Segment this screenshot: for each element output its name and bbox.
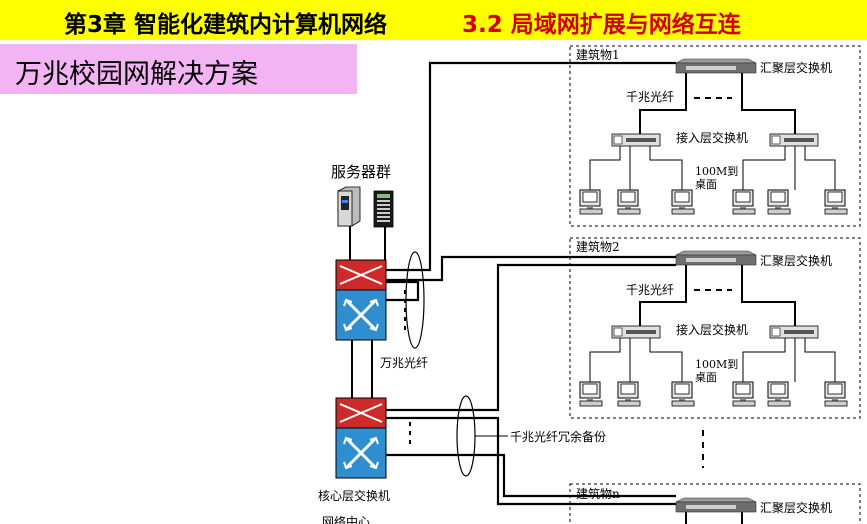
core-switch-label: 核心层交换机 xyxy=(318,488,390,503)
building2-agg-label: 汇聚层交换机 xyxy=(760,253,832,268)
building1-pc-5 xyxy=(767,189,791,215)
building2-gig-fiber-label: 千兆光纤 xyxy=(626,283,674,297)
building1-access-label: 接入层交换机 xyxy=(676,130,748,145)
slide-title: 万兆校园网解决方案 xyxy=(15,59,258,90)
buildingn-label: 建筑物n xyxy=(576,486,620,501)
core-switch-1 xyxy=(335,259,387,341)
building2-access-switch-right xyxy=(769,325,819,339)
building2-pc-3 xyxy=(671,381,695,407)
building2-agg-switch xyxy=(675,250,757,266)
header-bar: 第3章 智能化建筑内计算机网络 3.2 局域网扩展与网络互连 xyxy=(0,0,867,40)
network-center-label: 网络中心 xyxy=(322,514,370,524)
building1-pc-3 xyxy=(671,189,695,215)
chapter-title: 第3章 智能化建筑内计算机网络 xyxy=(64,12,388,38)
building1-pc-4 xyxy=(732,189,756,215)
slide-title-box: 万兆校园网解决方案 xyxy=(0,44,357,94)
building1-agg-switch xyxy=(675,58,757,74)
building1-access-switch-left xyxy=(611,133,661,147)
building1-desktop-label-2: 桌面 xyxy=(695,178,717,191)
building2-desktop-label-1: 100M到 xyxy=(695,358,738,371)
gig-backup-label: 千兆光纤冗余备份 xyxy=(510,429,606,444)
building2-desktop-label-2: 桌面 xyxy=(695,371,717,384)
tengig-fiber-ellipse xyxy=(405,251,425,349)
building2-boundary xyxy=(569,237,861,419)
server-rack-icon xyxy=(373,190,394,228)
building1-pc-2 xyxy=(617,189,641,215)
building2-pc-5 xyxy=(767,381,791,407)
gig-backup-ellipse xyxy=(456,395,476,477)
building2-pc-4 xyxy=(732,381,756,407)
building1-access-switch-right xyxy=(769,133,819,147)
building2-pc-2 xyxy=(617,381,641,407)
building1-agg-label: 汇聚层交换机 xyxy=(760,60,832,75)
building2-access-label: 接入层交换机 xyxy=(676,322,748,337)
building1-boundary xyxy=(569,45,861,227)
buildingn-boundary xyxy=(569,483,861,524)
server-tower-icon xyxy=(337,186,361,227)
building1-pc-6 xyxy=(824,189,848,215)
building2-access-switch-left xyxy=(611,325,661,339)
buildingn-agg-label: 汇聚层交换机 xyxy=(760,500,832,515)
building2-pc-6 xyxy=(824,381,848,407)
building1-pc-1 xyxy=(579,189,603,215)
tengig-fiber-label: 万兆光纤 xyxy=(380,356,428,370)
building2-label: 建筑物2 xyxy=(576,239,620,254)
building1-desktop-label-1: 100M到 xyxy=(695,165,738,178)
building1-label: 建筑物1 xyxy=(576,47,620,62)
buildingn-agg-switch xyxy=(675,497,757,513)
building1-gig-fiber-label: 千兆光纤 xyxy=(626,90,674,104)
section-title: 3.2 局域网扩展与网络互连 xyxy=(462,12,741,38)
server-group-label: 服务器群 xyxy=(331,163,391,181)
building2-pc-1 xyxy=(579,381,603,407)
core-switch-2 xyxy=(335,397,387,479)
